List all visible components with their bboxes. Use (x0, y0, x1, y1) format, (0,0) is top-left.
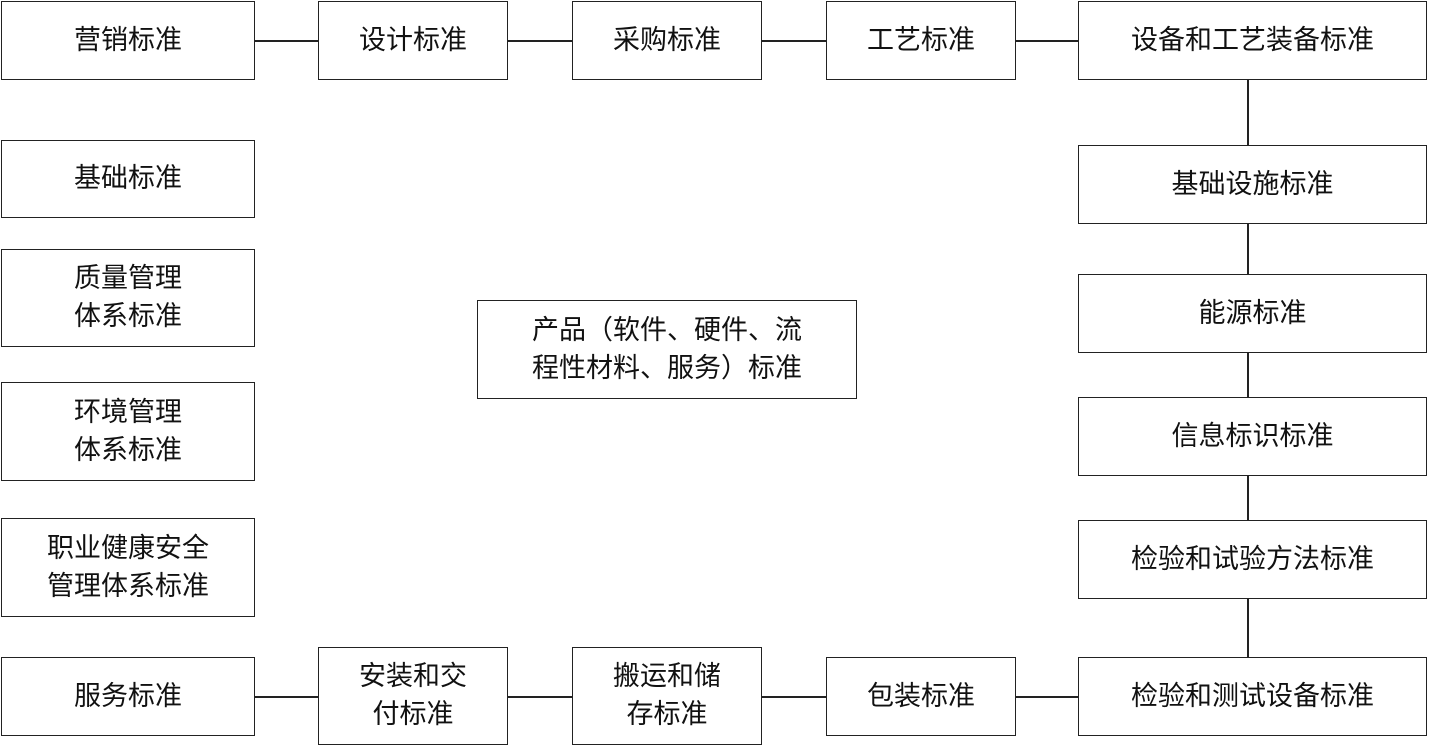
node-quality-management-standard: 质量管理 体系标准 (1, 249, 255, 347)
node-inspection-method-standard: 检验和试验方法标准 (1078, 520, 1427, 599)
node-basic-standard: 基础标准 (1, 140, 255, 218)
node-marketing-standard: 营销标准 (1, 1, 255, 80)
node-inspection-equipment-standard: 检验和测试设备标准 (1078, 657, 1427, 736)
node-ohs-management-standard: 职业健康安全 管理体系标准 (1, 518, 255, 617)
node-energy-standard: 能源标准 (1078, 274, 1427, 353)
node-product-standard: 产品（软件、硬件、流 程性材料、服务）标准 (477, 300, 857, 399)
node-info-marking-standard: 信息标识标准 (1078, 397, 1427, 476)
connector (1247, 80, 1249, 657)
node-service-standard: 服务标准 (1, 657, 255, 736)
node-equipment-standard: 设备和工艺装备标准 (1078, 1, 1427, 80)
node-installation-delivery-standard: 安装和交 付标准 (318, 647, 508, 745)
node-design-standard: 设计标准 (318, 1, 508, 80)
node-process-standard: 工艺标准 (826, 1, 1016, 80)
node-infrastructure-standard: 基础设施标准 (1078, 145, 1427, 224)
node-environment-management-standard: 环境管理 体系标准 (1, 382, 255, 481)
node-handling-storage-standard: 搬运和储 存标准 (572, 647, 762, 745)
node-packaging-standard: 包装标准 (826, 657, 1016, 736)
node-procurement-standard: 采购标准 (572, 1, 762, 80)
